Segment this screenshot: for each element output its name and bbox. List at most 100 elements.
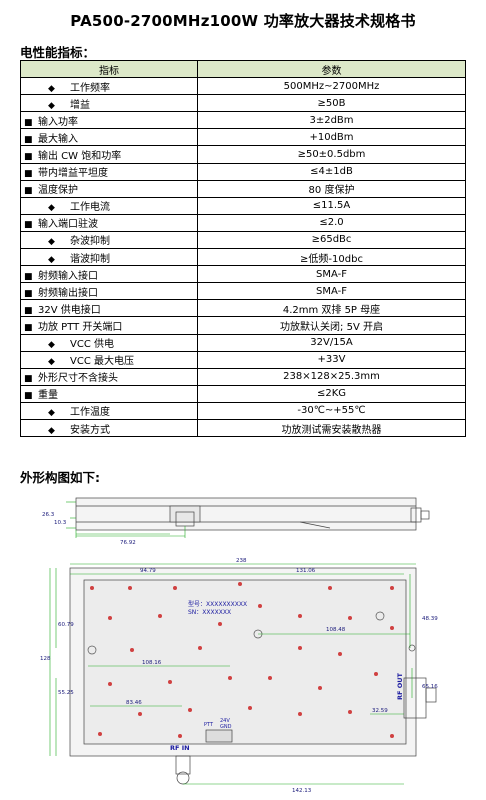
spec-name-cell: ■ 输入端口驻波	[20, 213, 198, 232]
spec-name: 工作电流	[70, 202, 110, 214]
spec-name-cell: ◆ 工作电流	[20, 196, 198, 215]
square-bullet-icon: ■	[24, 374, 33, 385]
spec-name: 输入端口驻波	[38, 219, 98, 231]
mount-holes	[90, 582, 394, 738]
square-bullet-icon: ■	[24, 220, 33, 231]
spec-name: 工作频率	[70, 82, 110, 94]
spec-value: 功放默认关闭; 5V 开启	[197, 316, 466, 335]
spec-value: 3±2dBm	[197, 111, 466, 130]
table-row: ■ 输入端口驻波 ≤2.0	[20, 213, 466, 232]
spec-name-cell: ◆ VCC 供电	[20, 333, 198, 352]
table-row: ■功放 PTT 开关端口功放默认关闭; 5V 开启	[20, 316, 466, 335]
spec-value: ≥低频-10dbc	[197, 248, 466, 267]
square-bullet-icon: ■	[24, 305, 33, 316]
spec-value: SMA-F	[197, 282, 466, 301]
square-bullet-icon: ■	[24, 117, 33, 128]
dim-mid-right: 108.48	[326, 627, 346, 633]
spec-name: 输出 CW 饱和功率	[38, 151, 122, 163]
spec-name-cell: ◆工作温度	[20, 401, 198, 420]
page-title: PA500-2700MHz100W 功率放大器技术规格书	[70, 12, 416, 30]
dim-mid-left: 108.16	[142, 660, 162, 666]
spec-value: +33V	[197, 350, 466, 369]
spec-value: 4.2mm 双排 5P 母座	[197, 299, 466, 318]
diamond-bullet-icon: ◆	[48, 408, 55, 419]
spec-name: 输入功率	[38, 116, 78, 128]
dim-left-lower: 55.25	[58, 690, 74, 696]
outline-section-title: 外形构图如下:	[20, 470, 100, 485]
table-header-row: 指标 参数	[20, 59, 466, 79]
label-24v: 24V	[220, 718, 230, 724]
electrical-section-title: 电性能指标：	[20, 45, 96, 60]
spec-name-cell: ◆谐波抑制	[20, 248, 198, 267]
table-row: ◆增益≥50B	[20, 94, 466, 113]
power-connector-icon	[205, 729, 233, 743]
dim-left-upper: 60.79	[58, 622, 74, 628]
spec-name: VCC 最大电压	[70, 356, 134, 368]
spec-name: 安装方式	[70, 424, 110, 436]
spec-name-cell: ◆安装方式	[20, 418, 198, 438]
spec-name: 带内增益平坦度	[38, 168, 108, 180]
table-row: ◆安装方式功放测试需安装散热器	[20, 418, 466, 438]
label-rf-in: RF IN	[170, 744, 190, 752]
label-rf-out: RF OUT	[396, 672, 404, 700]
spec-name: 温度保护	[38, 185, 78, 197]
square-bullet-icon: ■	[24, 134, 33, 145]
spec-value: ≤2.0	[197, 213, 466, 232]
spec-name: 杂波抑制	[70, 236, 110, 248]
square-bullet-icon: ■	[24, 152, 33, 163]
diamond-bullet-icon: ◆	[48, 203, 55, 214]
outline-drawing: 26.3 10.3 76.92	[40, 497, 438, 794]
label-gnd: GND	[220, 724, 232, 730]
spec-value: ≤4±1dB	[197, 162, 466, 181]
diamond-bullet-icon: ◆	[48, 254, 55, 265]
table-row: ■ 温度保护 80 度保护	[20, 179, 466, 198]
diamond-bullet-icon: ◆	[48, 100, 55, 111]
table-row: ◆工作电流≤11.5A	[20, 196, 466, 215]
dim-total-width: 238	[236, 558, 247, 564]
spec-value: 80 度保护	[197, 179, 466, 198]
dim-side-base: 10.3	[54, 520, 67, 526]
spec-value: ≤2KG	[197, 384, 466, 403]
dim-left-total: 128	[40, 656, 51, 662]
square-bullet-icon: ■	[24, 288, 33, 299]
square-bullet-icon: ■	[24, 186, 33, 197]
spec-value: ≥50B	[197, 94, 466, 113]
spec-value: +10dBm	[197, 128, 466, 147]
spec-name-cell: ■最大输入	[20, 128, 198, 147]
rf-out-connector-icon	[425, 687, 437, 703]
spec-name-cell: ■功放 PTT 开关端口	[20, 316, 198, 335]
spec-name-cell: ■ 输入功率	[20, 111, 198, 130]
dim-side-height: 26.3	[42, 512, 55, 518]
spec-name-cell: ■射频输入接口	[20, 265, 198, 284]
table-row: ◆工作温度-30℃~+55℃	[20, 401, 466, 420]
rf-in-connector-icon	[175, 755, 191, 775]
spec-value: 238×128×25.3mm	[197, 367, 466, 386]
table-row: ■带内增益平坦度≤4±1dB	[20, 162, 466, 181]
spec-table-body: ◆ 工作频率 500MHz~2700MHz◆增益≥50B ■ 输入功率 3±2dBm■最大…	[20, 77, 466, 438]
spec-value: ≥50±0.5dbm	[197, 145, 466, 164]
spec-value: -30℃~+55℃	[197, 401, 466, 420]
spec-value: ≥65dBc	[197, 230, 466, 250]
diamond-bullet-icon: ◆	[48, 340, 55, 351]
square-bullet-icon: ■	[24, 271, 33, 282]
spec-name: 重量	[38, 390, 58, 402]
spec-name-cell: ◆VCC 最大电压	[20, 350, 198, 369]
dim-rfout-offset: 32.59	[372, 708, 388, 714]
square-bullet-icon: ■	[24, 322, 33, 333]
spec-value: 500MHz~2700MHz	[197, 77, 466, 96]
label-sn: SN：XXXXXXX	[188, 609, 231, 616]
spec-name-cell: ◆增益	[20, 94, 198, 113]
dim-rfin-offset: 83.46	[126, 700, 142, 706]
spec-name-cell: ■带内增益平坦度	[20, 162, 198, 181]
spec-name: VCC 供电	[70, 339, 114, 351]
spec-table: 指标 参数 ◆ 工作频率 500MHz~2700MHz◆增益≥50B ■ 输入功率 3±2…	[20, 59, 466, 438]
dim-bottom-span: 142.13	[292, 788, 312, 794]
spec-name-cell: ■射频输出接口	[20, 282, 198, 301]
header-indicator: 指标	[20, 59, 198, 79]
table-row: ◆VCC 最大电压+33V	[20, 350, 466, 369]
diamond-bullet-icon: ◆	[48, 237, 55, 248]
spec-name-cell: ■32V 供电接口	[20, 299, 198, 318]
